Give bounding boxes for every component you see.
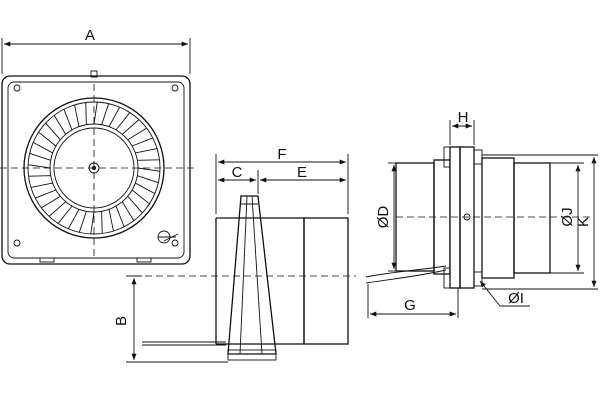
grille-slat [127,195,143,214]
dimension-h: H [449,109,475,145]
grille-slat [108,209,114,232]
dimension-i: ØI [479,280,530,307]
grille-slat [45,122,61,141]
grille-slat [35,189,57,199]
flange-lug-top [473,149,483,165]
screw-hole-br [171,239,179,247]
label-f: F [277,146,286,163]
front-view [0,70,196,265]
grille-slat [121,201,135,221]
label-i: ØI [508,290,524,307]
grille-slat [131,189,150,205]
grille-slat [28,164,51,169]
dimension-d: ØD [375,162,397,272]
grille-slat [135,148,158,154]
flange-tab-bot-l [443,267,451,289]
grille-slat [115,205,125,227]
grille-slat [78,211,87,233]
dimension-g: G [367,284,459,318]
side-flange [227,195,277,355]
grille-slat [101,103,110,125]
label-j: ØJ [559,207,576,226]
grille-slat [137,175,159,184]
grille-slat [30,182,53,188]
grille-slat [108,106,121,127]
flange-tab-top-l [443,146,451,168]
rear-view [365,146,590,289]
grille-slat [28,175,51,177]
label-c: C [232,164,243,181]
front-plate-inner [7,81,185,259]
dimension-a: A [1,27,191,74]
label-k: K [575,217,592,227]
grille-slat [121,119,140,135]
dimension-c-e: C E [218,164,346,194]
dimension-k: K [482,154,598,290]
dimension-f: F [215,146,349,214]
grille-slat [137,167,160,172]
front-plate-outline [1,75,191,265]
foot-right [136,257,152,263]
grille-slat [67,209,80,230]
label-e: E [297,164,307,181]
grille-slat [32,141,53,154]
grille-slat [101,211,103,234]
foot-left [39,257,55,263]
grille-slat [63,109,73,131]
rear-cable-1 [365,265,447,278]
grille-slat [48,201,67,217]
grille-slat [137,159,160,161]
rear-cable-2 [365,269,447,284]
grille-slat [85,102,87,125]
rear-flange-inner [459,146,475,289]
grille-slat [57,205,73,224]
side-view [134,195,356,361]
label-b: B [113,316,130,326]
label-g: G [404,297,416,314]
grille-slat [127,127,147,141]
grille-slat [93,102,98,125]
grille-slat [131,137,153,147]
screw-hole-tr [171,84,179,92]
screw-hole-bl [13,239,21,247]
grille-slat [135,182,156,195]
grille-slat [90,211,95,234]
rear-cylinder-end [513,162,551,274]
dimension-b: B [113,275,228,363]
grille-slat [74,104,80,127]
grille-slat [115,112,131,131]
grille-slat [29,152,51,161]
grille-slat [41,195,61,209]
rear-cylinder [481,157,515,279]
top-tab [90,70,98,78]
dimension-j: ØJ [550,162,584,274]
flange-lug-bot [473,271,483,287]
screw-hole-tl [13,84,21,92]
grille-slat [53,115,67,135]
side-body-rear [303,217,349,345]
rear-flange-plate [449,146,461,289]
label-d: ØD [375,206,392,229]
grille-slat [38,131,57,147]
label-a: A [85,27,95,44]
flange-base [227,349,277,361]
label-h: H [458,109,469,126]
pull-cord [163,233,179,242]
grille-spokes [28,102,160,234]
